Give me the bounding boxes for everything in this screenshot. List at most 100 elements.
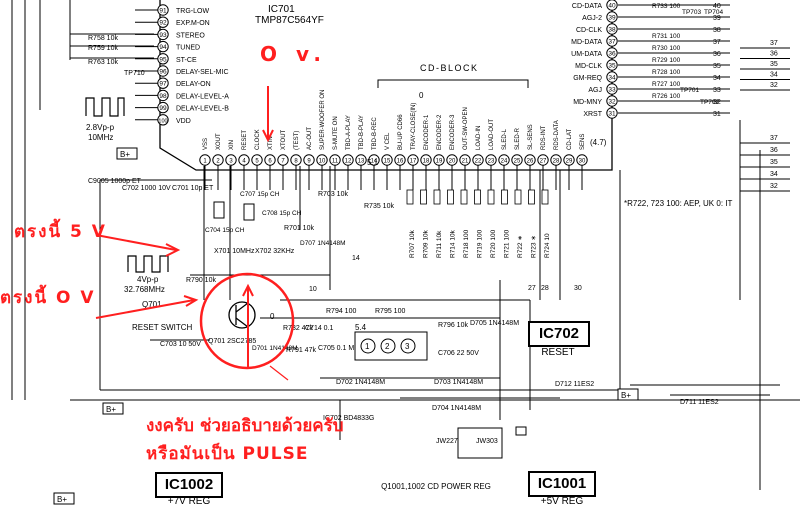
bottom-pin-number: 11 xyxy=(332,159,339,165)
column-resistor: R718 100 xyxy=(460,189,470,258)
right-line-number: 32 xyxy=(713,99,721,106)
bottom-pin-number: 17 xyxy=(410,159,417,165)
far-right-number: 32 xyxy=(770,183,778,190)
right-pin-label: AGJ xyxy=(588,87,602,94)
r796-label: R796 10k xyxy=(438,322,468,329)
column-resistor: R719 100 xyxy=(474,189,484,258)
bottom-pin-number: 28 xyxy=(553,159,560,165)
right-line-number: 36 xyxy=(713,51,721,58)
voltage-47: (4.7) xyxy=(590,138,607,147)
q701-label: Q701 xyxy=(142,300,162,309)
annotation-zero-volt: O v. xyxy=(260,42,327,66)
jw303-label: JW303 xyxy=(476,438,498,445)
oscillator-wave-left xyxy=(127,255,169,273)
left-pin-label: TRG-LOW xyxy=(176,8,209,15)
bottom-pin-label: TBD-B-REC xyxy=(372,117,378,150)
bottom-pin-label: RDS-INT xyxy=(541,125,547,150)
ic701-ref: IC701 xyxy=(268,4,295,15)
c705-label: C705 0.1 MF xyxy=(318,345,358,352)
bottom-pin-label: OUT-SW-OPEN xyxy=(463,107,469,150)
right-testpoint-label: TP701 xyxy=(680,87,700,94)
bottom-pin-label: V CEL xyxy=(385,132,391,150)
column-resistor: R714 10k xyxy=(447,189,457,258)
c704-label: C704 15p CH xyxy=(205,227,245,234)
column-resistor: R707 10k xyxy=(406,189,416,258)
column-resistor-label: R718 100 xyxy=(463,229,470,258)
jw227-label: JW227 xyxy=(436,438,458,445)
right-testpoint-label: TP702 xyxy=(700,99,720,106)
bottom-pin-label: BU-UP CD66 xyxy=(398,114,404,150)
bottom-pin-label: LOAD-OUT xyxy=(489,119,495,150)
left-pin-label: STEREO xyxy=(176,32,205,39)
bottom-pin-11: 11 S-MUTE ON xyxy=(329,116,341,190)
bottom-pin-17: 17 TRAY-CLOSE(IN) xyxy=(407,103,419,190)
bottom-pin-label: XTOUT xyxy=(281,129,287,150)
osc-left-freq: 32.768MHz xyxy=(124,285,165,294)
right-resistor-label: R729 100 xyxy=(652,57,681,64)
annotation-here-0v: ตรงนี้ O V xyxy=(0,288,96,308)
q1001-label: Q1001,1002 CD POWER REG xyxy=(381,482,491,491)
right-pin-number: 37 xyxy=(608,39,616,46)
left-pin-label: DELAY-SEL-MIC xyxy=(176,69,229,76)
right-testpoint-label: TP703 xyxy=(682,9,702,16)
ic701-part: TMP87C564YF xyxy=(255,15,324,26)
left-pin-number: 97 xyxy=(159,81,167,88)
right-line-number: 31 xyxy=(713,111,721,118)
left-pin-wires xyxy=(11,0,154,400)
bottom-pin-label: S-MUTE ON xyxy=(333,116,339,150)
right-line-number: 37 xyxy=(713,39,721,46)
bottom-pin-label: TRAY-CLOSE(IN) xyxy=(411,103,417,150)
ic1002-subtitle: +7V REG xyxy=(167,496,211,507)
left-pin-label: DELAY-LEVEL-B xyxy=(176,106,229,113)
bottom-pin-label: TBD-B-PLAY xyxy=(359,115,365,150)
bottom-pin-number: 5 xyxy=(255,159,259,165)
column-resistor: R721 100 xyxy=(501,189,511,258)
left-pin-label: DELAY-ON xyxy=(176,81,211,88)
ic702-title: IC702 xyxy=(538,325,580,342)
left-pin-label: VDD xyxy=(176,118,191,125)
voltage-51: 5.1 xyxy=(367,158,379,167)
bottom-pin-number: 10 xyxy=(319,159,326,165)
column-resistor: R711 10k xyxy=(433,189,443,258)
c708-label: C708 15p CH xyxy=(262,210,302,217)
tp710-label: TP710 xyxy=(124,70,145,77)
right-pin-number: 39 xyxy=(608,15,616,22)
left-pin-97: 97 DELAY-ON xyxy=(135,77,211,89)
left-pin-number: 96 xyxy=(159,69,167,76)
cd-block-bracket xyxy=(377,79,529,88)
bottom-pin-number: 19 xyxy=(436,159,443,165)
bplus-3: B+ xyxy=(621,391,631,400)
left-pin-96: 96 DELAY-SEL-MIC xyxy=(135,65,229,77)
note-label: *R722, 723 100: AEP, UK 0: IT xyxy=(624,199,732,208)
right-pin-label: CD-CLK xyxy=(576,27,602,34)
bottom-pin-label: ENCODER-1 xyxy=(424,114,430,150)
column-resistor-label: R719 100 xyxy=(477,229,484,258)
c9005-label: C9005 1000p ET xyxy=(88,178,142,185)
right-line-number: 35 xyxy=(713,63,721,70)
osc-top-freq: 10MHz xyxy=(88,133,113,142)
bottom-pin-number: 3 xyxy=(229,159,233,165)
ic1001-box: IC1001 xyxy=(528,471,596,497)
annotation-question-line1: งงครับ ช่วยอธิบายด้วยครับ xyxy=(146,416,344,436)
ic702-pin-marker xyxy=(515,426,527,436)
annotation-question-line2: หรือมันเป็น PULSE xyxy=(146,444,309,464)
column-resistor-label: R707 10k xyxy=(409,229,416,258)
